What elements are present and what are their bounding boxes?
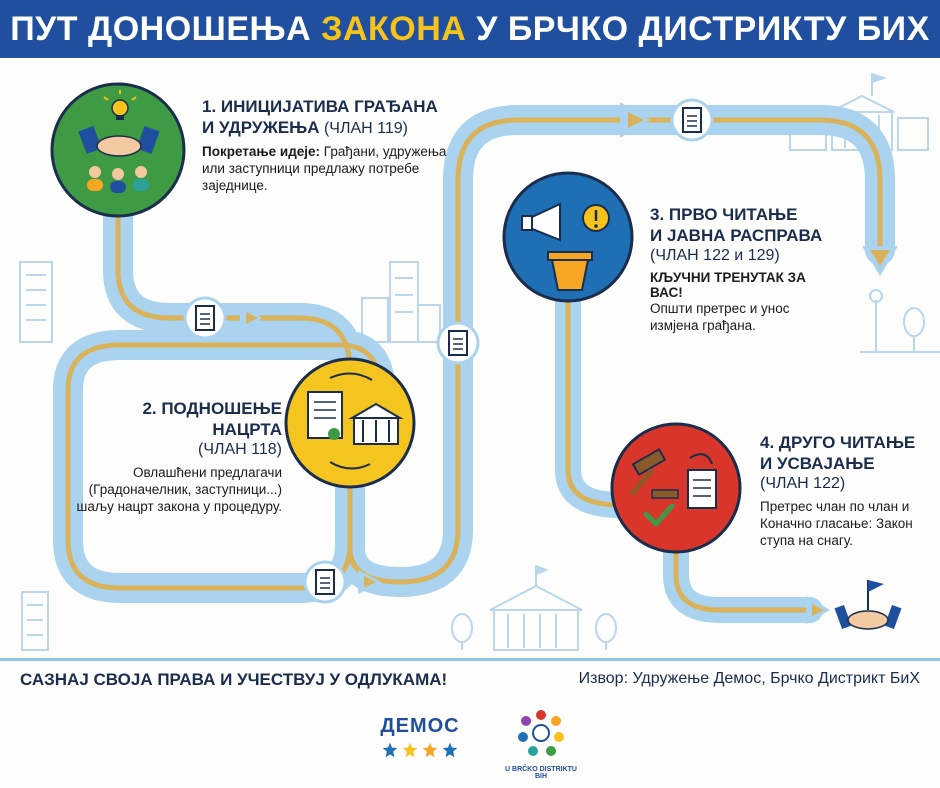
step-1-description: Покретање идеје: Грађани, удружења или з… [202,143,452,194]
demos-stars [370,742,470,758]
step-2-article: (ЧЛАН 118) [198,441,282,458]
star-icon [442,742,458,758]
handshake-icon [78,125,160,157]
header-banner: ПУТ ДОНОШЕЊА ЗАКОНА У БРЧКО ДИСТРИКТУ БИ… [0,0,940,58]
step-2-circle [284,357,416,489]
step-3-article: (ЧЛАН 122 и 129) [650,247,780,264]
step-2-text: 2. ПОДНОШЕЊЕ НАЦРТА (ЧЛАН 118) Овлашћени… [60,398,283,515]
step-3-circle [502,171,634,303]
city-skyline-mid [361,261,441,343]
footer-source: Извор: Удружење Демос, Брчко Дистрикт Би… [578,670,920,687]
step-2-title-line1: 2. ПОДНОШЕЊЕ [142,399,282,418]
people-icon [87,166,149,193]
document-icon [307,391,343,440]
step-3-key: КЉУЧНИ ТРЕНУТАК ЗА ВАС! [650,270,806,300]
process-road [53,105,895,623]
footer-divider [0,658,940,661]
title-highlight: ЗАКОНА [321,9,467,48]
council-logo-text: U BRČKO DISTRIKTU BIH [505,766,577,780]
handshake-icon [834,604,902,630]
step-1-text: 1. ИНИЦИЈАТИВА ГРАЂАНА И УДРУЖЕЊА (ЧЛАН … [202,96,452,194]
document-icon [687,469,717,509]
step-2-desc: Овлашћени предлагачи (Градоначелник, зас… [76,465,283,514]
document-icon [303,560,347,604]
checkmark-icon [643,503,675,527]
step-3-text: 3. ПРВО ЧИТАЊЕ И ЈАВНА РАСПРАВА (ЧЛАН 12… [650,204,840,334]
step-1-desc: Грађани, удружења или заступници предлаж… [202,144,447,193]
step-1-title-line2: И УДРУЖЕЊА [202,118,320,137]
star-icon [382,742,398,758]
document-icon [670,98,714,142]
step-3-desc: Општи претрес и унос измјена грађана. [650,301,790,333]
step-3-title-line2: И ЈАВНА РАСПРАВА [650,226,823,245]
document-icon [183,296,227,340]
parliament-icon [348,402,404,445]
step-1-lead: Покретање идеје: [202,144,321,159]
demos-logo: ДЕМОС [370,715,470,785]
step-4-title-line2: И УСВАЈАЊЕ [760,454,875,473]
step-1-title-line1: 1. ИНИЦИЈАТИВА ГРАЂАНА [202,97,438,116]
page-title: ПУТ ДОНОШЕЊА ЗАКОНА У БРЧКО ДИСТРИКТУ БИ… [10,10,930,49]
alert-icon [582,204,610,232]
process-diagram [19,72,940,651]
step-2-title-line2: НАЦРТА [212,420,282,439]
government-building-bottom [451,564,617,651]
megaphone-icon [521,202,561,242]
demos-logo-text: ДЕМОС [380,715,460,737]
city-skyline-left [19,261,53,651]
council-emblem-icon [518,710,564,756]
step-4-desc: Претрес члан по члан и Коначно гласање: … [760,499,913,548]
city-skyline-right [860,289,940,353]
step-1-circle [50,82,186,218]
podium-icon [547,251,593,291]
title-part-2: У БРЧКО ДИСТРИКТУ БИХ [466,9,930,48]
title-part-1: ПУТ ДОНОШЕЊА [10,9,322,48]
step-4-text: 4. ДРУГО ЧИТАЊЕ И УСВАЈАЊЕ (ЧЛАН 122) Пр… [760,432,930,549]
step-4-article: (ЧЛАН 122) [760,475,846,492]
step-4-title-line1: 4. ДРУГО ЧИТАЊЕ [760,433,916,452]
gavel-icon [630,447,679,499]
document-icon [436,321,480,365]
step-4-circle [610,422,742,554]
star-icon [402,742,418,758]
step-1-article: (ЧЛАН 119) [323,120,408,137]
lightbulb-icon [103,90,137,120]
flag-icon [867,580,884,610]
council-logo: U BRČKO DISTRIKTU BIH [505,707,577,785]
step-3-title-line1: 3. ПРВО ЧИТАЊЕ [650,205,798,224]
footer-slogan: САЗНАЈ СВОЈА ПРАВА И УЧЕСТВУЈ У ОДЛУКАМА… [20,670,448,689]
star-icon [422,742,438,758]
road-arrows [240,102,898,624]
